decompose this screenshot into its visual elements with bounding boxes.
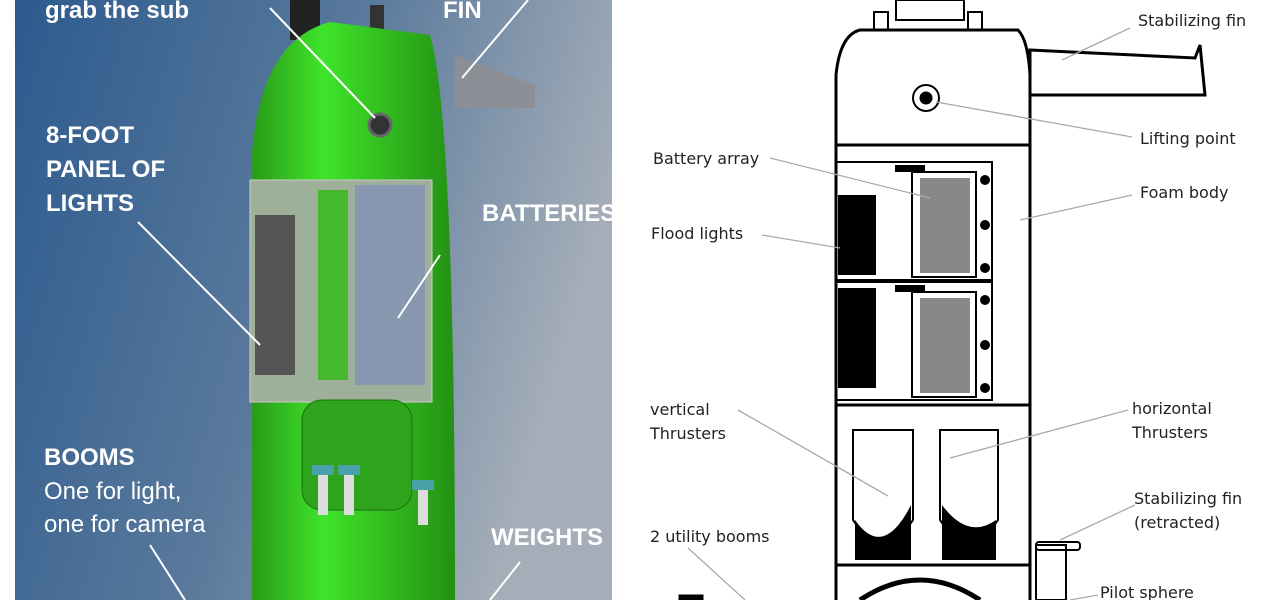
label-stabilizing-fin-retracted-1: Stabilizing fin <box>1134 489 1242 508</box>
label-weights: WEIGHTS <box>491 524 603 551</box>
label-lights-1: 8-FOOT <box>46 122 134 149</box>
fin <box>455 55 535 108</box>
label-pilot-sphere: Pilot sphere <box>1100 583 1194 600</box>
label-vertical-1: vertical <box>650 400 710 419</box>
label-lights-2: PANEL OF <box>46 156 165 183</box>
label-fin: FIN <box>443 0 482 24</box>
label-stabilizing-fin: Stabilizing fin <box>1138 11 1246 30</box>
label-batteries: BATTERIES <box>482 200 616 227</box>
label-battery-array: Battery array <box>653 149 759 168</box>
label-utility-booms: 2 utility booms <box>650 527 770 546</box>
rendered-sub-panel: grab the sub FIN 8-FOOT PANEL OF LIGHTS … <box>15 0 616 600</box>
label-booms: BOOMS <box>44 444 135 471</box>
label-flood-lights: Flood lights <box>651 224 743 243</box>
label-grab: grab the sub <box>45 0 189 24</box>
stabilizing-fin <box>1028 44 1207 97</box>
label-horizontal-1: horizontal <box>1132 399 1212 418</box>
label-stabilizing-fin-retracted-2: (retracted) <box>1134 513 1220 532</box>
lifting-point <box>367 112 393 138</box>
label-booms-2: one for camera <box>44 511 206 538</box>
schematic-labels: Stabilizing fin Lifting point Battery ar… <box>649 11 1246 600</box>
schematic-panel <box>678 0 1207 600</box>
label-foam-body: Foam body <box>1140 183 1228 202</box>
label-horizontal-2: Thrusters <box>1131 423 1208 442</box>
label-vertical-2: Thrusters <box>649 424 726 443</box>
label-booms-1: One for light, <box>44 478 181 505</box>
label-lights-3: LIGHTS <box>46 190 134 217</box>
label-lifting-point: Lifting point <box>1140 129 1236 148</box>
